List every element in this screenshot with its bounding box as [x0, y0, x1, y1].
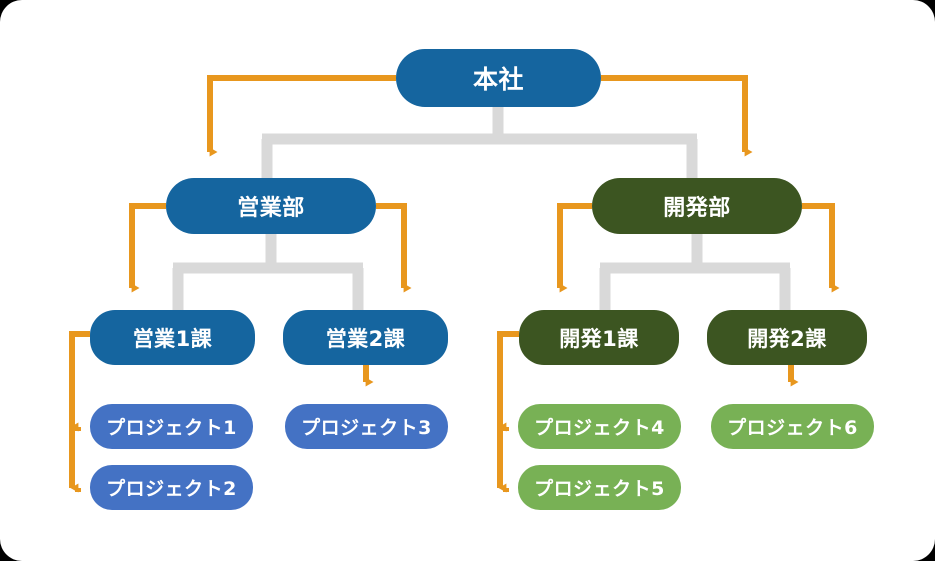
org-node-project-3[interactable]: プロジェクト3	[285, 404, 448, 449]
org-node-project-4[interactable]: プロジェクト4	[518, 404, 681, 449]
orange-arrow-root-to-sales	[207, 75, 396, 157]
gray-connector-dev	[599, 234, 791, 313]
org-node-dev-department[interactable]: 開発部	[592, 178, 802, 234]
org-node-dev-section-2[interactable]: 開発2課	[707, 310, 867, 365]
gray-connector-root	[261, 107, 698, 181]
gray-connector-sales	[172, 234, 364, 313]
orange-arrow-dev-to-section1	[557, 203, 592, 293]
orange-arrow-root-to-dev	[601, 75, 753, 157]
org-node-dev-section-1[interactable]: 開発1課	[519, 310, 679, 365]
orange-arrow-sales-to-section2	[376, 203, 412, 293]
orange-arrow-sales-to-section1	[129, 203, 166, 293]
org-node-root[interactable]: 本社	[396, 49, 601, 107]
org-node-sales-section-1[interactable]: 営業1課	[90, 310, 255, 365]
orange-arrow-section1-to-projects	[69, 331, 90, 493]
orange-arrow-dev-to-section2	[802, 203, 840, 293]
org-node-sales-section-2[interactable]: 営業2課	[283, 310, 448, 365]
org-node-project-2[interactable]: プロジェクト2	[90, 465, 253, 510]
org-node-project-6[interactable]: プロジェクト6	[711, 404, 874, 449]
orange-arrow-section3-to-projects	[497, 331, 519, 493]
org-node-project-1[interactable]: プロジェクト1	[90, 404, 253, 449]
org-node-sales-department[interactable]: 営業部	[166, 178, 376, 234]
org-node-project-5[interactable]: プロジェクト5	[518, 465, 681, 510]
